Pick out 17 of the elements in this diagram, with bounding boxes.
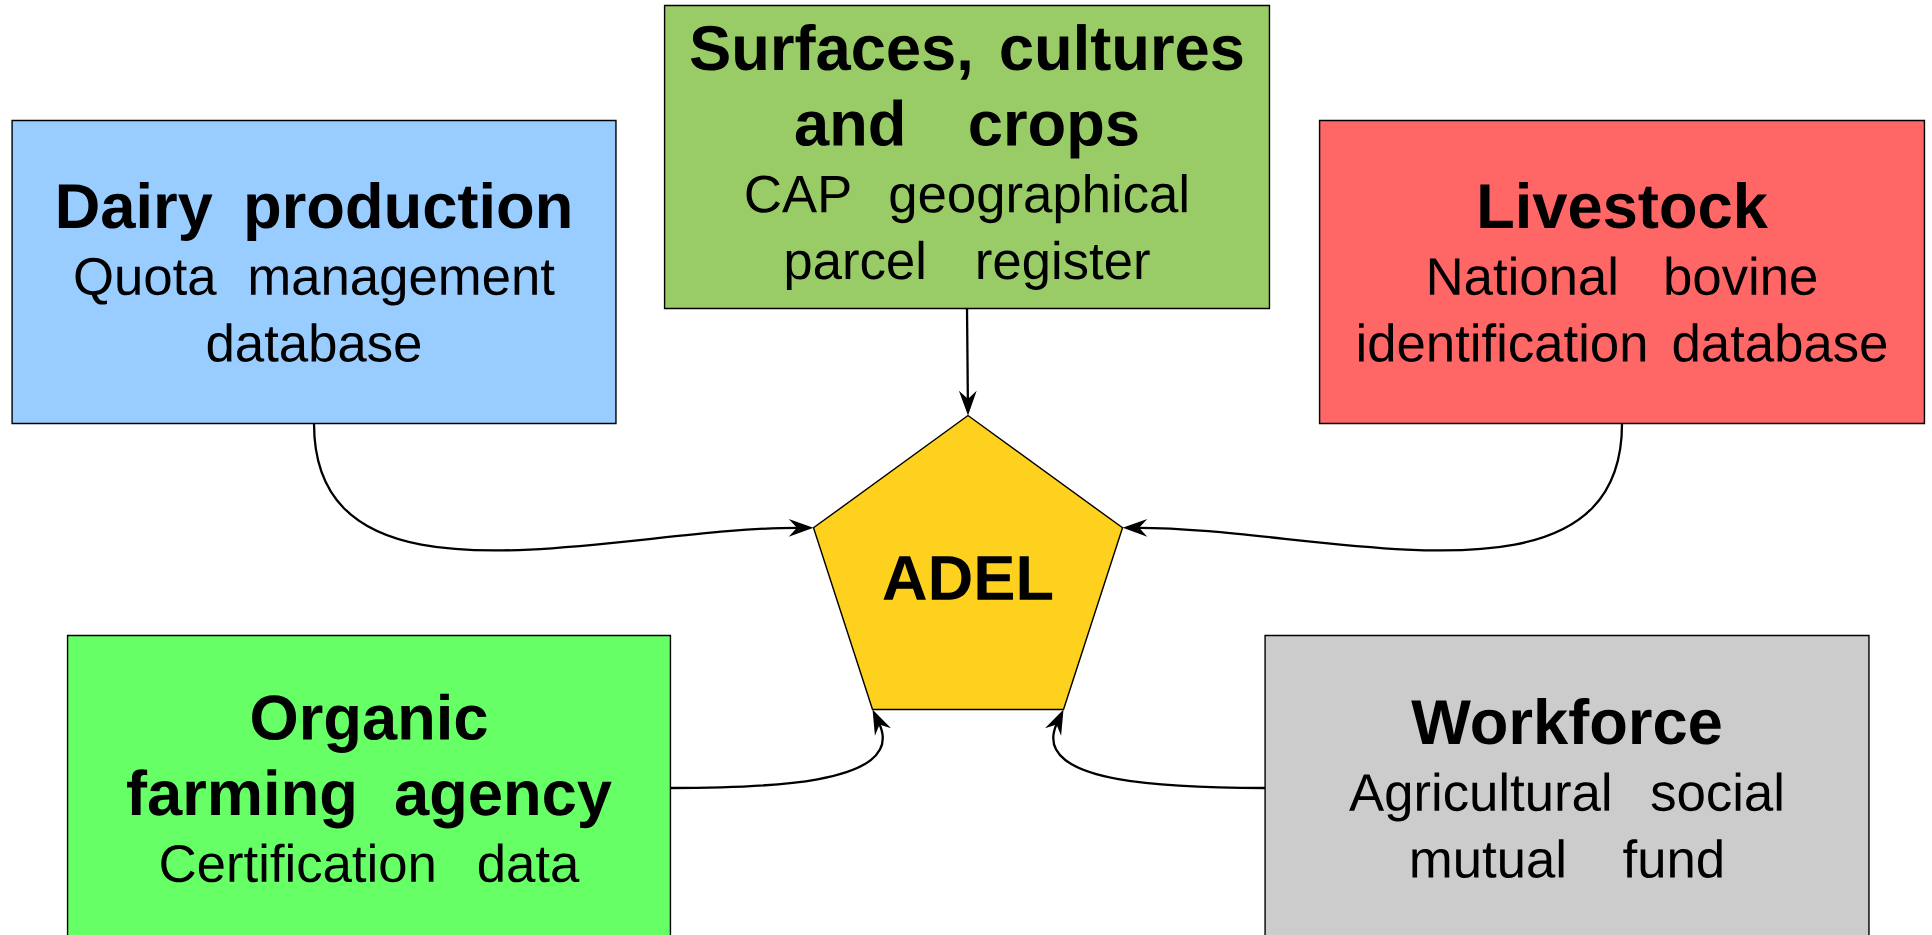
box-heading: Surfaces, cultures and crops [690, 24, 1243, 159]
box-description: CAP geographical parcel register [746, 174, 1187, 290]
source-box [663, 4, 1271, 310]
source-box [11, 119, 617, 425]
box-description: Quota management database [75, 257, 555, 362]
source-box [1264, 634, 1870, 935]
source-box [1318, 119, 1926, 425]
source-box [66, 634, 672, 935]
box-description: Agricultural social mutual fund [1349, 772, 1782, 878]
box-description: Certification data [161, 843, 580, 883]
box-heading: Dairy production [58, 182, 570, 241]
box-description: National bovine identification database [1359, 256, 1887, 362]
box-heading: Organic farming agency [127, 693, 612, 829]
pentagon [812, 414, 1124, 711]
box-heading: Workforce [1411, 698, 1721, 745]
box-heading: Livestock [1480, 182, 1768, 229]
center-label: ADEL [883, 556, 1053, 600]
